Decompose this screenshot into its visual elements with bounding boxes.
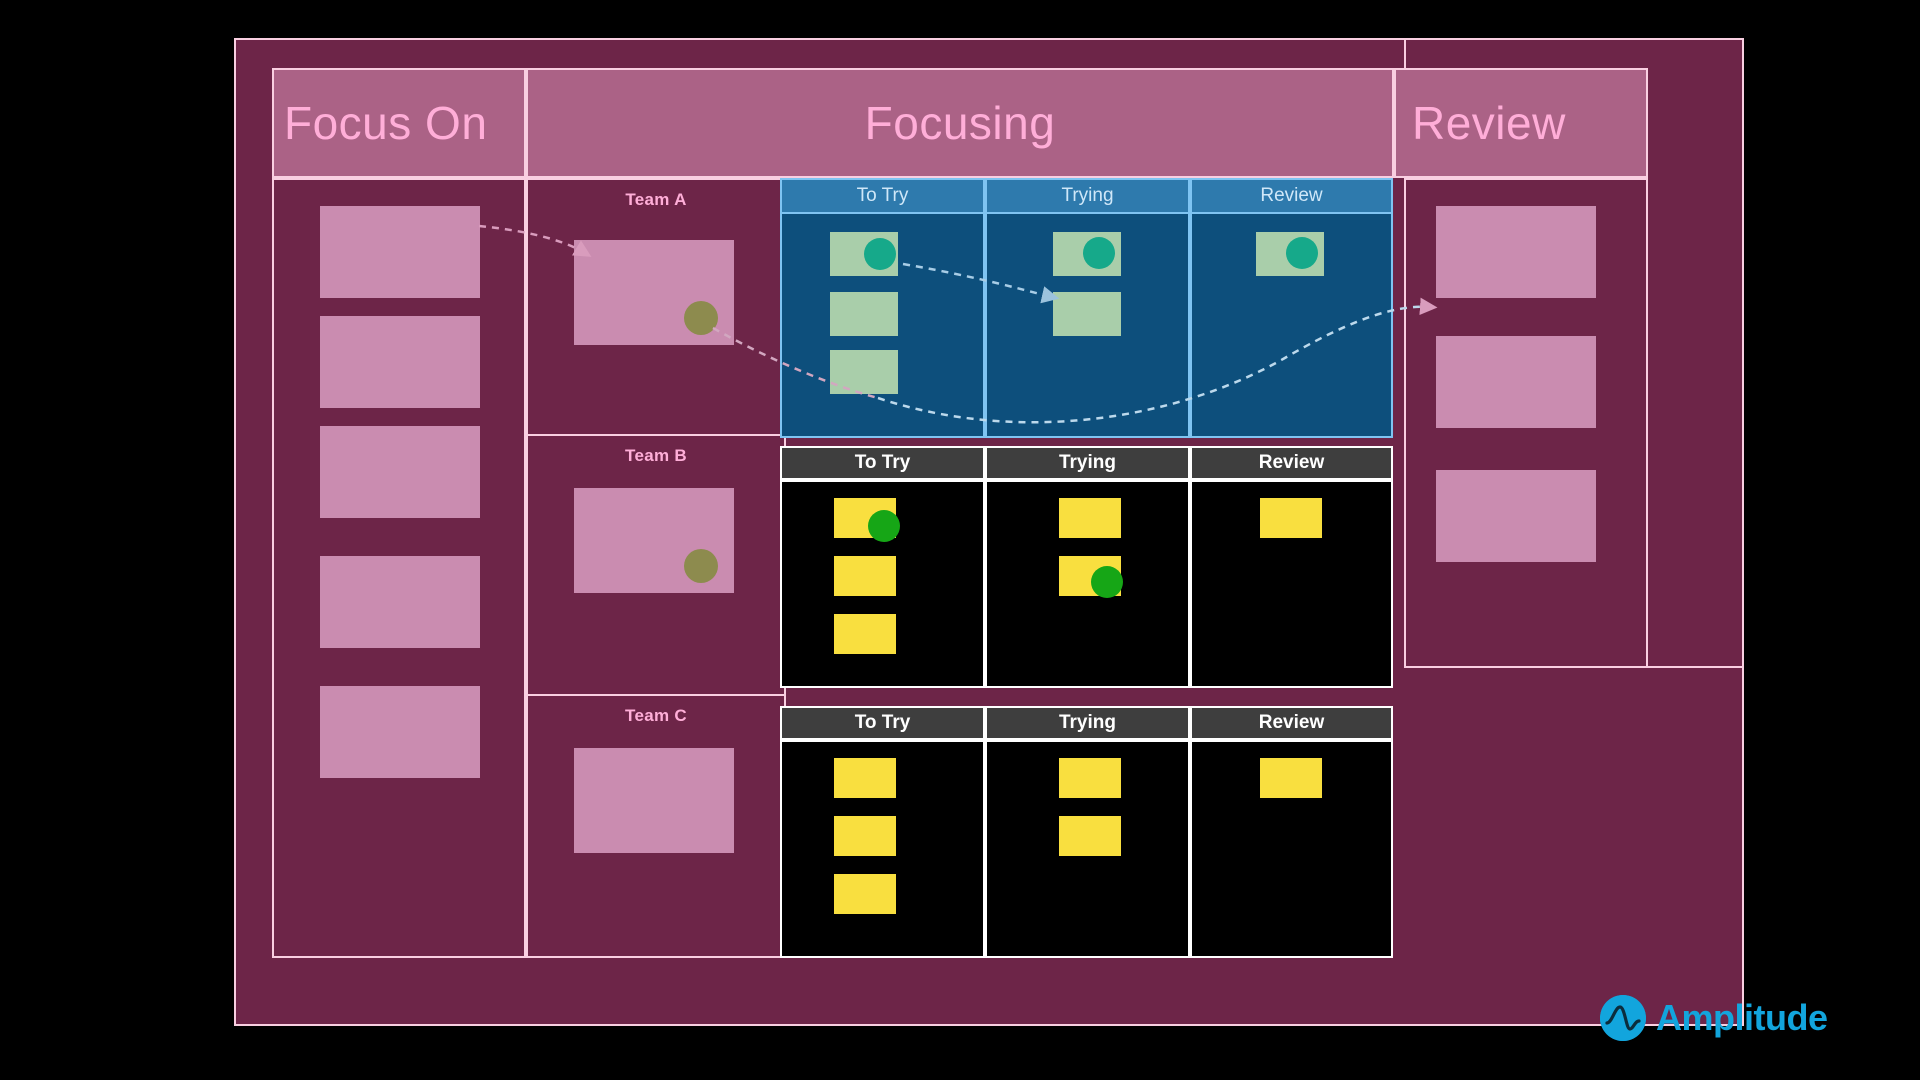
- focus-on-card[interactable]: [320, 426, 480, 518]
- olive-status-dot: [684, 549, 718, 583]
- team-c-column-header-review[interactable]: Review: [1192, 708, 1391, 738]
- task-card[interactable]: [834, 614, 896, 654]
- focus-on-card[interactable]: [320, 556, 480, 648]
- team-b-lane-review: [1192, 482, 1391, 686]
- team-c-column-header-trying[interactable]: Trying: [987, 708, 1188, 738]
- team-card[interactable]: [574, 488, 734, 593]
- column-label: To Try: [856, 185, 909, 206]
- task-card[interactable]: [1059, 498, 1121, 538]
- header-focus-on-label: Focus On: [284, 97, 488, 149]
- teal-status-dot: [864, 238, 896, 270]
- team-a-kanban-board: To Try Trying Review: [780, 178, 1393, 438]
- task-card[interactable]: [834, 758, 896, 798]
- team-b-lane-trying: [987, 482, 1188, 686]
- column-label: To Try: [854, 712, 911, 733]
- amplitude-wordmark: Amplitude: [1656, 997, 1828, 1038]
- team-cell-b: Team B: [528, 436, 784, 696]
- column-label: Review: [1260, 185, 1323, 206]
- task-card[interactable]: [1256, 232, 1324, 276]
- team-a-column-header-trying[interactable]: Trying: [987, 180, 1188, 212]
- task-card[interactable]: [1053, 232, 1121, 276]
- header-review: Review: [1394, 68, 1648, 178]
- review-card[interactable]: [1436, 206, 1596, 298]
- column-label: Review: [1258, 712, 1325, 733]
- teams-column: Team A Team B Team C: [526, 178, 786, 958]
- column-label: Trying: [1058, 712, 1116, 733]
- team-c-column-header-to-try[interactable]: To Try: [782, 708, 983, 738]
- task-card[interactable]: [1053, 292, 1121, 336]
- team-b-kanban-board: To Try Trying Review: [780, 446, 1393, 688]
- review-card[interactable]: [1436, 470, 1596, 562]
- team-a-lane-trying: [987, 214, 1188, 436]
- task-card[interactable]: [830, 350, 898, 394]
- team-c-lane-trying: [987, 742, 1188, 956]
- team-a-lane-to-try: [782, 214, 983, 436]
- review-card[interactable]: [1436, 336, 1596, 428]
- focus-on-column: [272, 178, 526, 958]
- team-a-lane-review: [1192, 214, 1391, 436]
- team-label: Team C: [625, 706, 687, 725]
- teal-status-dot: [1286, 237, 1318, 269]
- team-a-column-header-to-try[interactable]: To Try: [782, 180, 983, 212]
- team-card[interactable]: [574, 240, 734, 345]
- task-card[interactable]: [834, 816, 896, 856]
- task-card[interactable]: [830, 292, 898, 336]
- focus-on-card[interactable]: [320, 686, 480, 778]
- column-label: Trying: [1061, 185, 1114, 206]
- task-card[interactable]: [834, 556, 896, 596]
- review-column: [1404, 178, 1648, 668]
- header-focus-on: Focus On: [272, 68, 526, 178]
- team-card[interactable]: [574, 748, 734, 853]
- task-card[interactable]: [1059, 758, 1121, 798]
- amplitude-brand: Amplitude: [1600, 995, 1828, 1041]
- amplitude-logo-icon: [1600, 995, 1646, 1041]
- focus-on-card[interactable]: [320, 316, 480, 408]
- task-card[interactable]: [834, 874, 896, 914]
- team-b-lane-to-try: [782, 482, 983, 686]
- team-b-column-header-trying[interactable]: Trying: [987, 448, 1188, 478]
- team-label: Team B: [625, 446, 687, 465]
- column-label: Review: [1258, 452, 1325, 473]
- header-focusing: Focusing: [526, 68, 1394, 178]
- task-card[interactable]: [1260, 758, 1322, 798]
- team-label: Team A: [625, 190, 687, 209]
- team-b-column-header-review[interactable]: Review: [1192, 448, 1391, 478]
- column-label: To Try: [854, 452, 911, 473]
- team-c-lane-to-try: [782, 742, 983, 956]
- green-status-dot: [1091, 566, 1123, 598]
- task-card[interactable]: [830, 232, 898, 276]
- team-c-lane-review: [1192, 742, 1391, 956]
- team-b-column-header-to-try[interactable]: To Try: [782, 448, 983, 478]
- task-card[interactable]: [1260, 498, 1322, 538]
- olive-status-dot: [684, 301, 718, 335]
- focus-on-card[interactable]: [320, 206, 480, 298]
- team-a-column-header-review[interactable]: Review: [1192, 180, 1391, 212]
- team-cell-c: Team C: [528, 696, 784, 958]
- green-status-dot: [868, 510, 900, 542]
- teal-status-dot: [1083, 237, 1115, 269]
- header-review-label: Review: [1412, 97, 1566, 149]
- task-card[interactable]: [1059, 816, 1121, 856]
- team-c-kanban-board: To Try Trying Review: [780, 706, 1393, 958]
- task-card[interactable]: [1059, 556, 1123, 598]
- team-cell-a: Team A: [528, 180, 784, 436]
- column-label: Trying: [1058, 452, 1116, 473]
- task-card[interactable]: [834, 498, 900, 542]
- header-focusing-label: Focusing: [864, 97, 1056, 149]
